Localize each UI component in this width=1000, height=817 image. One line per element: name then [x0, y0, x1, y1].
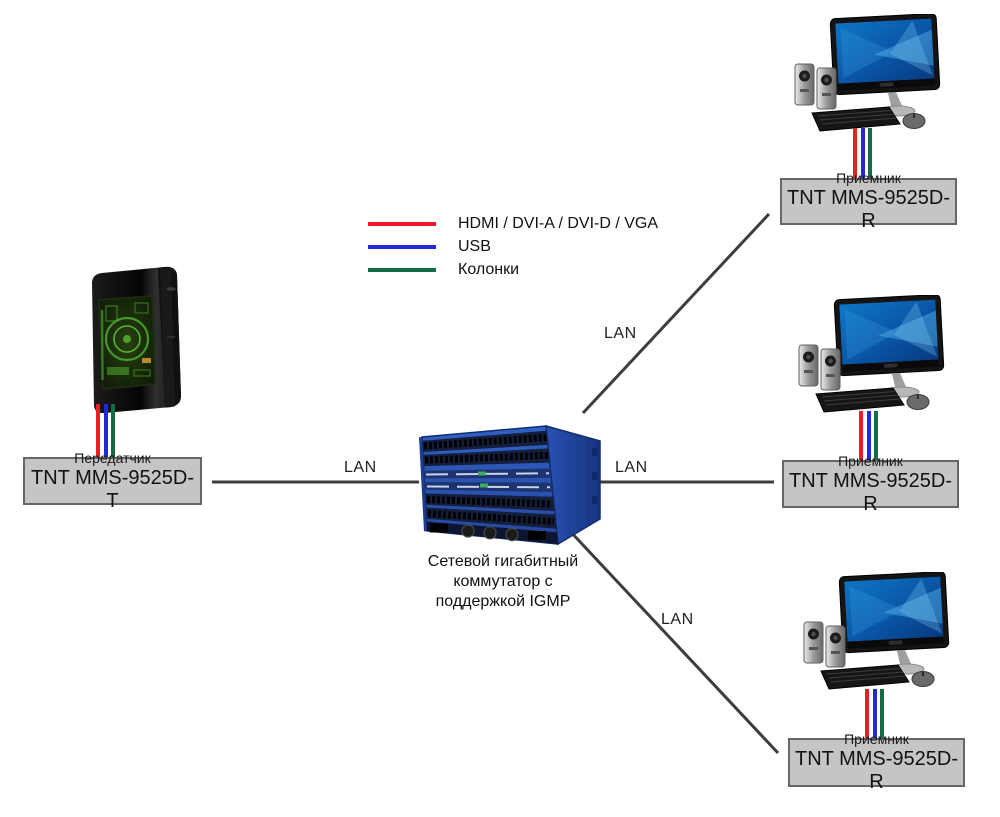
transmitter-model: TNT MMS-9525D-T — [31, 466, 194, 512]
video-cable-swatch — [368, 221, 436, 226]
workstation-icon — [803, 571, 950, 690]
lan-link-switch-receiver-3 — [566, 527, 780, 755]
pc-tower-icon — [92, 266, 181, 414]
network-switch-image — [416, 420, 604, 548]
receiver-model: TNT MMS-9525D-R — [795, 748, 958, 793]
workstation-icon — [798, 294, 945, 413]
speakers-cable-swatch — [368, 267, 436, 272]
receiver-role: Приемник — [838, 452, 903, 469]
switch-caption-line1: Сетевой гигабитный — [427, 553, 579, 570]
video-cable — [853, 128, 857, 178]
receiver-1-cable-bundle — [853, 128, 872, 178]
receiver-1-box: Приемник TNT MMS-9525D-R — [780, 170, 957, 232]
lan-label-switch-receiver-2: LAN — [615, 459, 648, 476]
switch-caption-line2: коммутатор с — [453, 573, 553, 590]
receiver-model: TNT MMS-9525D-R — [789, 469, 952, 515]
lan-label-switch-receiver-1: LAN — [604, 325, 637, 342]
source-pc-tower-image — [72, 266, 202, 414]
receiver-2-workstation-image — [796, 294, 946, 413]
lan-label-switch-receiver-3: LAN — [661, 611, 694, 628]
usb-cable — [104, 404, 108, 457]
receiver-role: Приемник — [844, 731, 909, 747]
switch-caption-line3: поддержкой IGMP — [435, 593, 571, 610]
speakers-cable — [880, 689, 884, 738]
legend-label-usb: USB — [458, 237, 491, 255]
legend-row-speakers: Колонки — [368, 258, 658, 281]
usb-cable-swatch — [368, 244, 436, 249]
legend: HDMI / DVI-A / DVI-D / VGA USB Колонки — [368, 212, 658, 281]
receiver-model: TNT MMS-9525D-R — [787, 187, 950, 232]
legend-row-video: HDMI / DVI-A / DVI-D / VGA — [368, 212, 658, 235]
switch-caption: Сетевой гигабитный коммутатор с поддержк… — [408, 552, 598, 612]
receiver-3-workstation-image — [801, 571, 951, 690]
speakers-cable — [874, 411, 878, 460]
network-switch-icon — [419, 424, 601, 546]
receiver-2-cable-bundle — [859, 411, 878, 460]
speakers-cable — [111, 404, 115, 457]
usb-cable — [873, 689, 877, 738]
video-cable — [859, 411, 863, 460]
receiver-role: Приемник — [836, 170, 901, 186]
workstation-icon — [794, 13, 941, 132]
usb-cable — [861, 128, 865, 178]
receiver-2-box: Приемник TNT MMS-9525D-R — [782, 453, 959, 515]
transmitter-role: Передатчик — [74, 449, 151, 466]
legend-label-video: HDMI / DVI-A / DVI-D / VGA — [458, 214, 659, 232]
receiver-1-workstation-image — [792, 13, 942, 132]
lan-label-transmitter-switch: LAN — [344, 459, 377, 476]
usb-cable — [867, 411, 871, 460]
video-cable — [865, 689, 869, 738]
receiver-3-cable-bundle — [865, 689, 884, 738]
transmitter-box: Передатчик TNT MMS-9525D-T — [23, 450, 202, 512]
transmitter-cable-bundle — [96, 404, 115, 457]
legend-row-usb: USB — [368, 235, 658, 258]
receiver-3-box: Приемник TNT MMS-9525D-R — [788, 731, 965, 793]
lan-link-switch-receiver-1 — [581, 212, 771, 415]
video-cable — [96, 404, 100, 457]
legend-label-speakers: Колонки — [458, 260, 520, 278]
speakers-cable — [868, 128, 872, 178]
